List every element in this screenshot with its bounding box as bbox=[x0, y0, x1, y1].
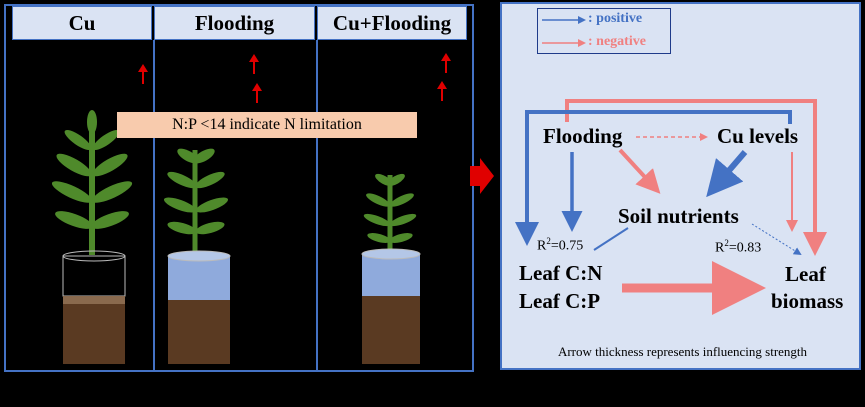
column-divider-1 bbox=[153, 40, 155, 372]
node-leaf: Leaf bbox=[785, 262, 826, 286]
up-arrow-icon-4 bbox=[441, 53, 451, 73]
arrow-culevels-to-leafcn bbox=[515, 110, 792, 246]
r2-leaf-biomass: R2=0.83 bbox=[715, 238, 762, 256]
plant-cu-flooding bbox=[363, 173, 417, 252]
arrow-culevels-to-soil bbox=[706, 150, 748, 198]
up-arrow-icon-5 bbox=[437, 81, 447, 101]
up-arrow-icon-3 bbox=[252, 83, 262, 103]
node-biomass: biomass bbox=[771, 289, 844, 313]
plant-cu bbox=[51, 110, 133, 255]
node-flooding: Flooding bbox=[543, 124, 623, 148]
path-diagram-panel bbox=[500, 2, 861, 370]
node-cu-levels: Cu levels bbox=[717, 124, 799, 148]
pot-cu bbox=[62, 250, 126, 364]
column-divider-2 bbox=[316, 40, 318, 372]
header-cu-flooding: Cu+Flooding bbox=[317, 6, 467, 40]
header-cu: Cu bbox=[12, 6, 152, 40]
up-arrow-icon-1 bbox=[138, 64, 148, 84]
node-leaf-cp: Leaf C:P bbox=[519, 289, 601, 313]
legend-positive-label: : positive bbox=[588, 11, 643, 26]
legend bbox=[537, 8, 671, 54]
plant-flooding bbox=[163, 148, 229, 255]
caption: Arrow thickness represents influencing s… bbox=[557, 344, 808, 359]
up-arrow-icon-2 bbox=[249, 54, 259, 74]
pot-flooding bbox=[167, 250, 231, 364]
node-soil-nutrients: Soil nutrients bbox=[618, 204, 739, 228]
np-limitation-banner: N:P <14 indicate N limitation bbox=[117, 112, 417, 138]
arrow-flooding-to-soil bbox=[618, 148, 661, 194]
legend-negative-label: : negative bbox=[588, 34, 646, 49]
pot-cu-flooding bbox=[361, 248, 421, 364]
header-flooding: Flooding bbox=[154, 6, 315, 40]
arrow-soil-to-biomass bbox=[751, 223, 802, 256]
node-leaf-cn: Leaf C:N bbox=[519, 261, 603, 285]
arrow-soil-to-leafcn bbox=[593, 227, 629, 251]
transition-arrow-icon bbox=[470, 158, 494, 194]
r2-leaf-stoich: R2=0.75 bbox=[537, 236, 584, 254]
